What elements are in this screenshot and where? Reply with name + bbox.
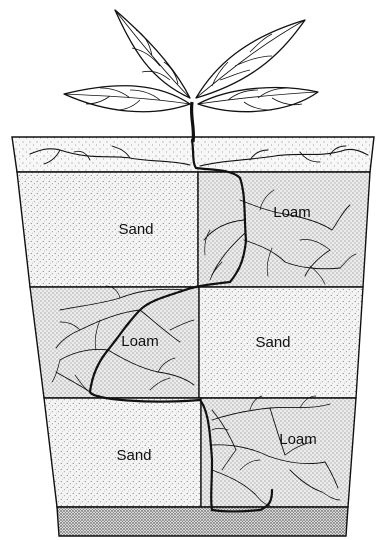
leaf-left-top [115, 10, 190, 98]
cell-label-loam: Loam [273, 204, 311, 221]
cell-label-loam: Loam [121, 333, 159, 350]
bottom-gravel-layer [57, 507, 348, 536]
cell-label-loam: Loam [279, 431, 317, 448]
layer-1-left-sand [17, 172, 198, 287]
cell-label-sand: Sand [116, 447, 151, 464]
cell-label-sand: Sand [255, 334, 290, 351]
layer-1-right-loam [198, 172, 370, 287]
leaf-right-top [196, 20, 305, 98]
cell-label-sand: Sand [118, 221, 153, 238]
seedling [64, 10, 318, 142]
stem [192, 102, 194, 142]
layer-3-right-loam [201, 398, 356, 507]
